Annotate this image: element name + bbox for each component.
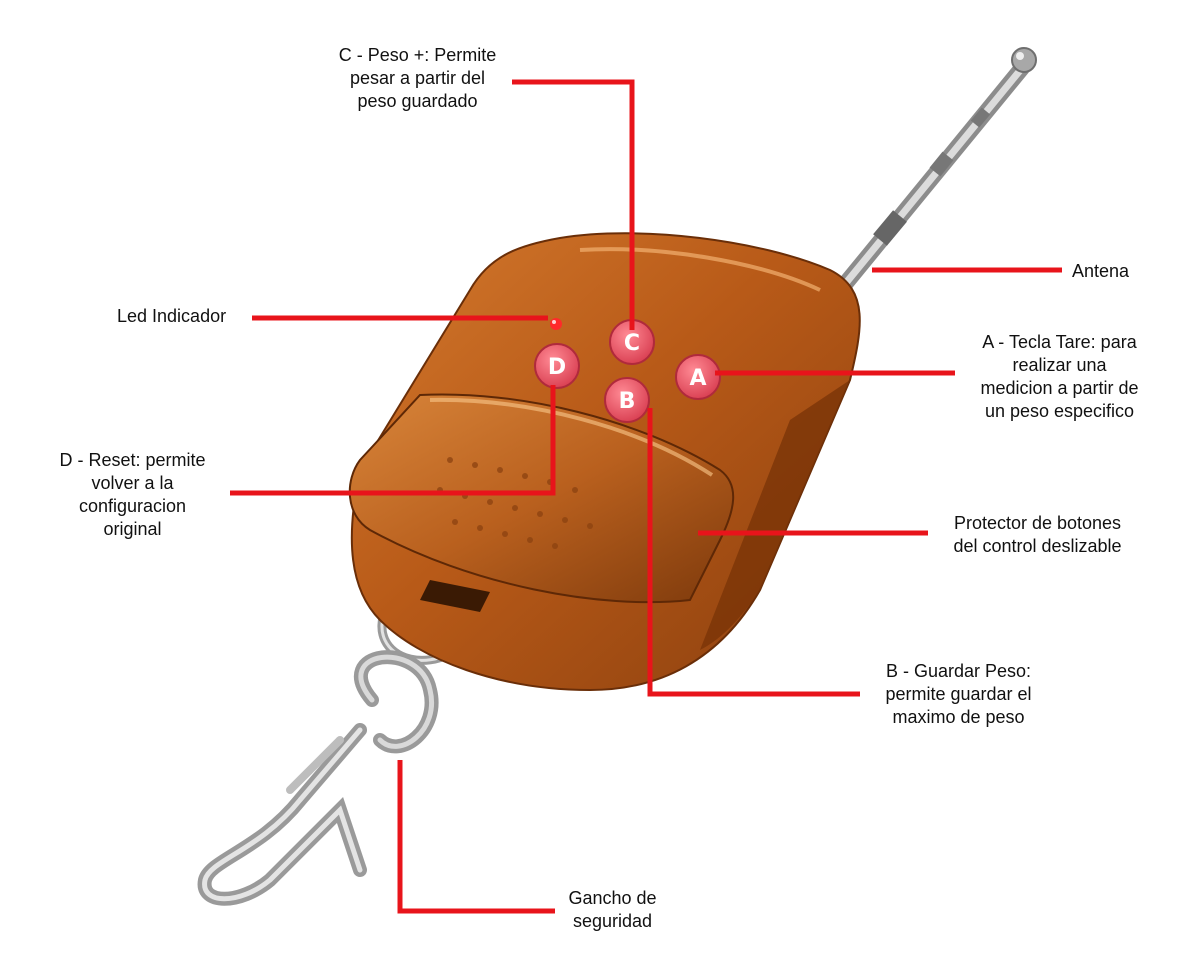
button-b[interactable]: B: [604, 377, 650, 423]
label-antena: Antena: [1072, 261, 1130, 281]
button-d-letter: D: [548, 355, 566, 380]
button-b-letter: B: [619, 389, 636, 414]
label-led-indicador: Led Indicador: [117, 306, 227, 326]
button-c-letter: C: [624, 331, 640, 356]
button-d[interactable]: D: [534, 343, 580, 389]
leader-guardar: [647, 408, 860, 697]
button-a[interactable]: A: [675, 354, 721, 400]
leader-peso-plus: [512, 79, 635, 330]
label-peso-plus: C - Peso +: Permite pesar a partir del p…: [338, 45, 497, 111]
antenna: [824, 47, 1037, 308]
label-tecla-tare: A - Tecla Tare: para realizar una medici…: [980, 332, 1139, 421]
label-guardar-peso: B - Guardar Peso: permite guardar el max…: [885, 661, 1032, 727]
leader-gancho: [397, 760, 555, 914]
led-indicator: [550, 318, 562, 330]
leader-reset: [230, 385, 556, 496]
leader-lines: [230, 79, 1062, 914]
label-reset: D - Reset: permite volver a la configura…: [59, 450, 206, 539]
remote-body: [348, 232, 861, 692]
button-a-letter: A: [689, 366, 706, 391]
button-c[interactable]: C: [609, 319, 655, 365]
label-gancho: Gancho de seguridad: [568, 888, 657, 931]
label-protector: Protector de botones del control desliza…: [953, 513, 1122, 556]
